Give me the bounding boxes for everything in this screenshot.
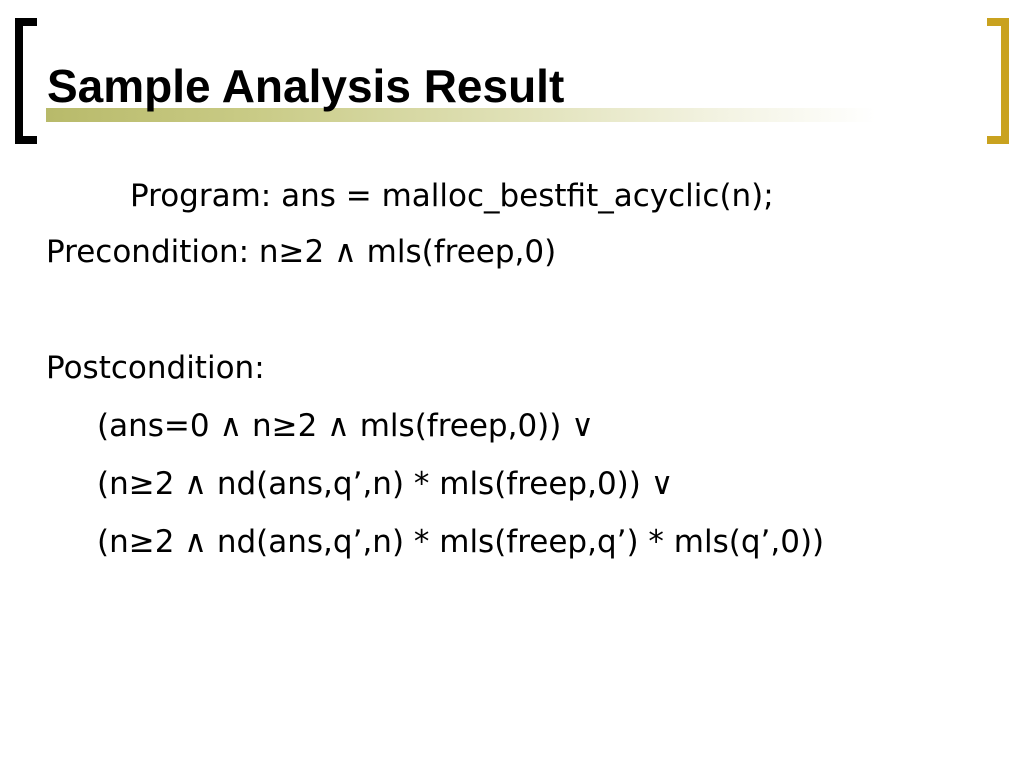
postcondition-clause: (ans=0 ∧ n≥2 ∧ mls(freep,0)) ∨ bbox=[97, 408, 594, 444]
postcondition-clause: (n≥2 ∧ nd(ans,q’,n) * mls(freep,0)) ∨ bbox=[97, 466, 674, 502]
slide-title: Sample Analysis Result bbox=[47, 60, 565, 112]
precondition-line: Precondition: n≥2 ∧ mls(freep,0) bbox=[46, 234, 557, 270]
right-bracket-decoration bbox=[987, 18, 1009, 144]
postcondition-label: Postcondition: bbox=[46, 350, 265, 386]
program-line: Program: ans = malloc_bestfit_acyclic(n)… bbox=[130, 178, 774, 214]
title-underline-bar bbox=[46, 108, 876, 122]
left-bracket-decoration bbox=[15, 18, 37, 144]
postcondition-clause: (n≥2 ∧ nd(ans,q’,n) * mls(freep,q’) * ml… bbox=[97, 524, 825, 560]
